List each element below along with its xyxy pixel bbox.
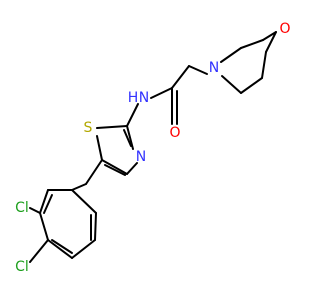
amide-bond: [150, 87, 173, 99]
chlorine-bond: [29, 239, 49, 263]
chlorine-upper-label: Cl: [15, 200, 29, 216]
morph-bond: [261, 51, 267, 79]
thiazole-bond: [96, 135, 103, 161]
thiazole-bond-2: [123, 129, 132, 147]
benzene-bond: [71, 239, 96, 259]
thiazole-bond: [126, 162, 138, 175]
morph-bond: [265, 31, 277, 53]
morph-bond: [262, 31, 277, 41]
amide-hydrogen-label: H: [128, 90, 139, 106]
atom-label-layer: N H O N O S N Cl Cl: [15, 21, 290, 275]
carbonyl-oxygen-label: O: [169, 125, 180, 141]
ch2-carbonyl-bond: [171, 65, 190, 89]
structure-svg: N H O N O S N Cl Cl: [15, 21, 290, 275]
benzene-bond: [47, 239, 73, 259]
thiazole-bond: [126, 125, 134, 150]
morph-bond: [240, 39, 264, 49]
benzene-bond: [71, 189, 97, 214]
morph-bond: [240, 77, 263, 94]
chlorine-lower-label: Cl: [15, 259, 29, 275]
morpholine-oxygen-label: O: [279, 21, 290, 37]
benzyl-bond: [71, 183, 87, 191]
amide-thiazole-bond: [126, 103, 139, 127]
ch2-bond: [188, 65, 208, 75]
benzene-bond: [39, 212, 49, 241]
molecule-diagram: N H O N O S N Cl Cl: [15, 21, 290, 275]
amide-nitrogen-label: N: [139, 90, 149, 106]
morpholine-nitrogen-label: N: [209, 60, 219, 76]
thiazole-bond: [101, 159, 128, 175]
thiazole-bond-2: [104, 164, 126, 176]
chlorine-bond: [29, 207, 41, 214]
thiazole-bond: [96, 125, 128, 129]
thiazole-sulfur-label: S: [84, 120, 93, 136]
benzene-bond-2: [43, 194, 53, 214]
morph-bond: [221, 75, 242, 94]
thiazole-nitrogen-label: N: [136, 149, 146, 165]
morph-bond: [220, 47, 242, 63]
bond-layer: [29, 31, 277, 263]
benzene-bond-2: [51, 239, 73, 254]
benzyl-bond: [85, 159, 103, 185]
benzene-bond: [39, 189, 49, 214]
benzene-bond: [94, 212, 97, 241]
